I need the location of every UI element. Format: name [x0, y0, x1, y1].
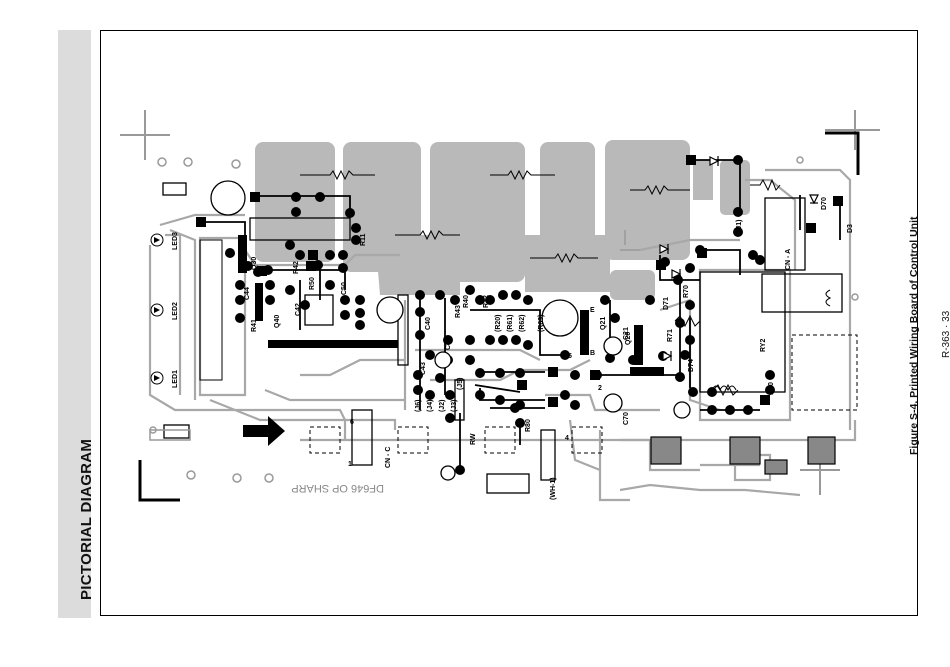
b-label: B: [590, 350, 595, 357]
led3-label: LED3: [172, 232, 179, 250]
dashed-outlines: [309, 334, 858, 454]
pin4-label: 4: [565, 435, 569, 442]
c70-label: C70: [623, 412, 630, 425]
silkscreen-text: DF646 OP SHARP: [291, 482, 384, 494]
c42-label: C42: [295, 303, 302, 316]
ry2-label: RY2: [760, 339, 767, 352]
page-number: R-363 · 33: [941, 310, 950, 358]
cna-label: CN - A: [785, 249, 792, 270]
e-label: E: [590, 307, 595, 314]
mounting-holes: [149, 156, 859, 483]
heat-sink-pads: [650, 436, 836, 475]
pin5-label: 5: [568, 353, 572, 360]
j4-label: (J4): [427, 400, 434, 412]
c43-label: C43: [420, 362, 427, 375]
led1-label: LED1: [172, 370, 179, 388]
rw-label: RW: [470, 433, 477, 445]
resistors: [300, 169, 781, 397]
transistor-bodies: [238, 235, 664, 376]
c41-label: C41: [445, 337, 452, 350]
r71-label: R71: [667, 329, 674, 342]
r50-label: R50: [309, 277, 316, 290]
j5-label: (J5): [457, 378, 464, 390]
c40-label: C40: [425, 317, 432, 330]
q40-label: Q40: [274, 315, 281, 328]
square-pads: [196, 155, 843, 407]
d3-label: D3: [847, 224, 854, 233]
corner-marks: [138, 131, 860, 502]
pin2-label: 2: [598, 385, 602, 392]
led2-label: LED2: [172, 302, 179, 320]
connector-footprint: [199, 239, 398, 381]
r63-label: (R63): [538, 314, 545, 332]
pin6-label: 6: [350, 419, 354, 426]
r20-label: (R20): [495, 314, 502, 332]
q30-label: Q30: [251, 257, 258, 270]
c50-label: C50: [341, 282, 348, 295]
j6-label: (J6): [415, 400, 422, 412]
r62-label: (R62): [519, 314, 526, 332]
c21-label: C21: [623, 327, 630, 340]
pcb-traces: [148, 168, 857, 502]
d74-label: D74: [688, 359, 695, 372]
capacitors: [210, 180, 691, 481]
q20-label: Q20: [625, 332, 632, 345]
c44-label: C44: [244, 287, 251, 300]
j3-label: (J3): [451, 400, 458, 412]
diagram-frame: [100, 30, 918, 616]
r72-label: R72: [483, 295, 490, 308]
d71-label: D71: [663, 297, 670, 310]
copper-pours: [255, 140, 750, 300]
q21-label: Q21: [600, 317, 607, 330]
r11-label: R11: [360, 233, 367, 246]
j2-label: (J2): [439, 400, 446, 412]
r43-label: R43: [455, 305, 462, 318]
r70-label: R70: [683, 285, 690, 298]
r61-label: (R61): [507, 314, 514, 332]
d20-label: D20: [768, 382, 775, 395]
r42-label: R42: [293, 261, 300, 274]
r80-label: R80: [525, 419, 532, 432]
board-outline-lines: [149, 230, 640, 441]
arrow-icon: [243, 416, 285, 446]
cnc-label: CN - C: [385, 447, 392, 468]
j1-label: (J1): [736, 220, 743, 232]
r40-label: R40: [463, 295, 470, 308]
relay-coil: [711, 289, 832, 392]
wh1-label: (WH-1): [550, 477, 557, 500]
section-title-band: [58, 30, 91, 618]
d70-label: D70: [821, 197, 828, 210]
figure-caption: Figure S-4. Printed Wiring Board of Cont…: [908, 216, 920, 455]
diodes: [659, 156, 819, 361]
component-outlines: [162, 182, 843, 494]
r41-label: R41: [251, 319, 258, 332]
pin1-label: 1: [348, 461, 352, 468]
led-marks: [154, 237, 160, 381]
